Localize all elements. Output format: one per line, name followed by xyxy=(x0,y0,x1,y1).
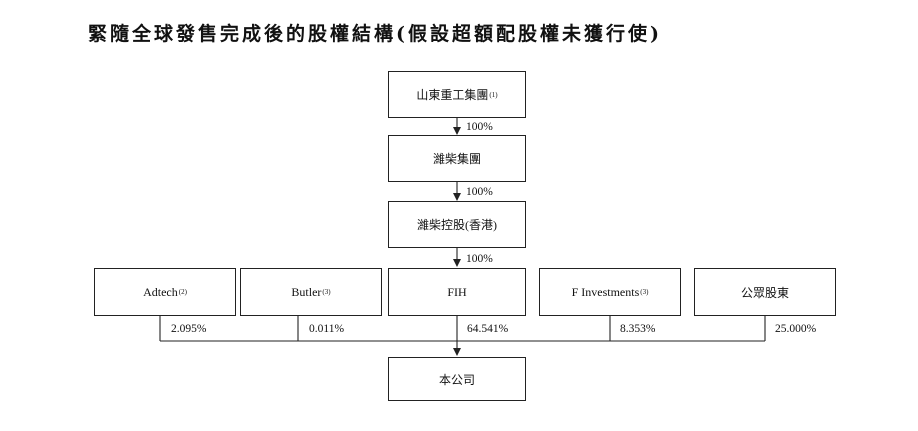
box-company-label: 本公司 xyxy=(438,372,475,387)
box-weichai-hk-label: 濰柴控股(香港) xyxy=(417,218,497,232)
box-butler-label: Butler xyxy=(291,284,322,299)
percent-f-investments: 8.353% xyxy=(620,323,656,335)
percent-public: 25.000% xyxy=(775,323,817,335)
box-shandong-label: 山東重工集團 xyxy=(416,88,489,102)
percent-butler: 0.011% xyxy=(309,323,345,335)
percent-hk-fih: 100% xyxy=(466,253,493,265)
percent-weichai-hk: 100% xyxy=(466,186,493,198)
percent-fih: 64.541% xyxy=(467,323,509,335)
box-f-investments: F Investments(3) xyxy=(539,268,681,316)
box-fih-label: FIH xyxy=(447,284,467,299)
box-shandong-heavy-industry: 山東重工集團(1) xyxy=(388,71,526,118)
box-f-investments-label: F Investments xyxy=(571,284,640,299)
box-public-shareholders: 公眾股東 xyxy=(694,268,836,316)
diagram-title: 緊隨全球發售完成後的股權結構(假設超額配股權未獲行使) xyxy=(88,23,662,45)
box-butler: Butler(3) xyxy=(240,268,382,316)
box-company: 本公司 xyxy=(388,357,526,401)
percent-adtech: 2.095% xyxy=(171,323,207,335)
box-adtech: Adtech(2) xyxy=(94,268,236,316)
box-adtech-label: Adtech xyxy=(143,284,178,299)
note-marker: (2) xyxy=(178,288,187,296)
box-weichai-group-label: 濰柴集團 xyxy=(432,152,481,166)
note-marker: (1) xyxy=(489,90,498,99)
percent-shandong-weichai: 100% xyxy=(466,121,493,133)
box-weichai-group: 濰柴集團 xyxy=(388,135,526,182)
note-marker: (3) xyxy=(640,288,649,296)
box-weichai-hk: 濰柴控股(香港) xyxy=(388,201,526,248)
box-public-label: 公眾股東 xyxy=(740,285,789,300)
box-fih: FIH xyxy=(388,268,526,316)
note-marker: (3) xyxy=(322,288,331,296)
